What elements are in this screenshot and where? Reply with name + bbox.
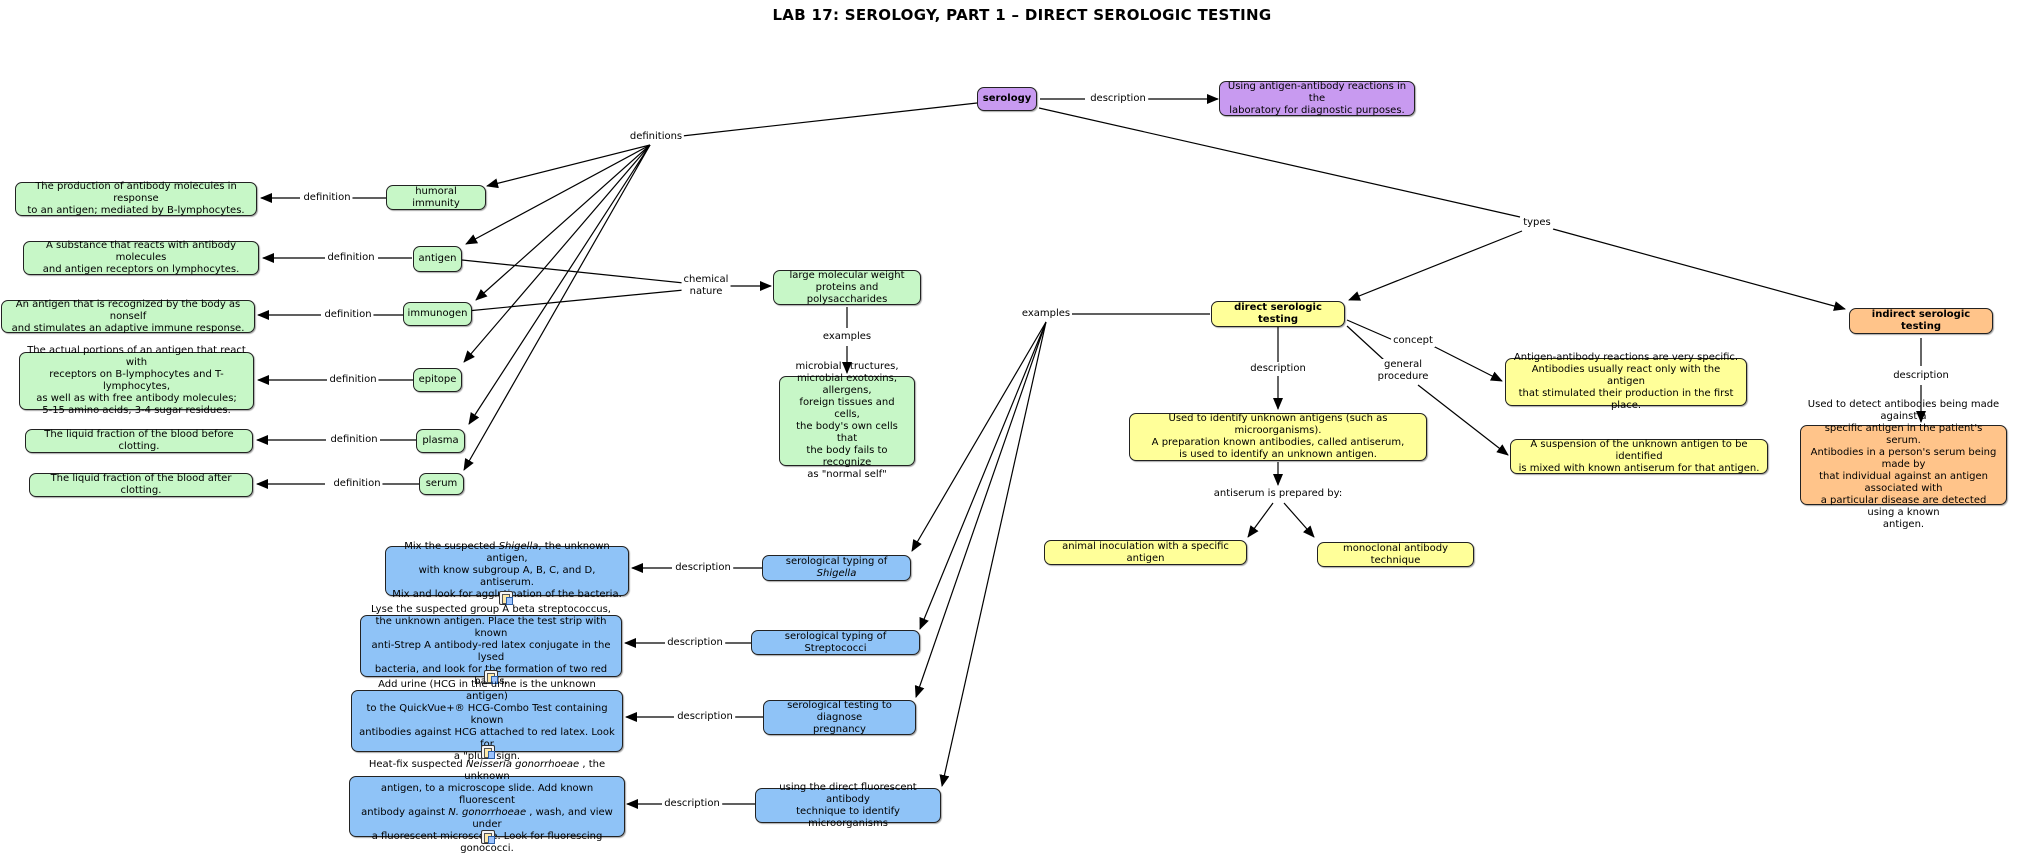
node-immunogen[interactable]: immunogen bbox=[403, 302, 472, 326]
node-strep-typing[interactable]: serological typing of Streptococci bbox=[751, 630, 920, 655]
document-attachment-icon[interactable] bbox=[481, 830, 495, 844]
label-shigella-description: description bbox=[673, 562, 733, 574]
node-shigella-typing-text-italic: Shigella bbox=[816, 568, 857, 579]
node-fluorescent-antibody[interactable]: using the direct fluorescent antibody te… bbox=[755, 782, 941, 829]
node-pregnancy-description[interactable]: Add urine (HCG in the urine is the unkno… bbox=[351, 679, 623, 762]
node-procedure-description-text: A suspension of the unknown antigen to b… bbox=[1518, 438, 1760, 474]
node-antigen[interactable]: antigen bbox=[413, 246, 462, 272]
node-serology[interactable]: serology bbox=[977, 87, 1037, 111]
label-definition-humoral: definition bbox=[301, 192, 353, 204]
node-direct-serologic-testing[interactable]: direct serologic testing bbox=[1211, 301, 1345, 327]
node-animal-inoculation[interactable]: animal inoculation with a specific antig… bbox=[1044, 540, 1247, 565]
node-shigella-description-text-italic: Shigella bbox=[498, 541, 539, 552]
node-antigen-text: antigen bbox=[418, 253, 457, 264]
node-direct-description[interactable]: Used to identify unknown antigens (such … bbox=[1129, 413, 1427, 461]
node-epitope-definition-text: The actual portions of an antigen that r… bbox=[27, 345, 246, 416]
node-strep-description-text: Lyse the suspected group A beta streptoc… bbox=[371, 604, 611, 687]
node-shigella-typing[interactable]: serological typing of Shigella bbox=[762, 555, 911, 581]
label-indirect-description: description bbox=[1891, 370, 1951, 382]
node-concept-description-text: Antigen-antibody reactions are very spec… bbox=[1513, 352, 1739, 411]
node-serum[interactable]: serum bbox=[419, 473, 464, 495]
node-microbial-examples[interactable]: microbial structures, microbial exotoxin… bbox=[779, 361, 915, 480]
node-pregnancy-testing-text: serological testing to diagnose pregnanc… bbox=[787, 699, 892, 735]
node-indirect-serologic-testing[interactable]: indirect serologic testing bbox=[1849, 308, 1993, 334]
node-serum-text: serum bbox=[425, 478, 458, 489]
node-shigella-description[interactable]: Mix the suspected Shigella, the unknown … bbox=[385, 541, 629, 600]
label-definition-epitope: definition bbox=[327, 374, 379, 386]
node-indirect-description-text: Used to detect antibodies being made aga… bbox=[1807, 399, 2000, 530]
node-shigella-typing-text: serological typing of Shigella bbox=[769, 556, 904, 580]
document-attachment-icon[interactable] bbox=[481, 745, 495, 759]
label-definition-immunogen: definition bbox=[322, 309, 374, 321]
node-shigella-description-text-a: Mix the suspected bbox=[404, 541, 499, 552]
fluor-desc-c: , wash, and view under a fluorescent mic… bbox=[371, 806, 613, 854]
node-immunogen-definition-text: An antigen that is recognized by the bod… bbox=[11, 298, 245, 334]
node-microbial-examples-text: microbial structures, microbial exotoxin… bbox=[795, 361, 899, 480]
node-concept-description[interactable]: Antigen-antibody reactions are very spec… bbox=[1505, 352, 1747, 411]
label-chemical-nature: chemical nature bbox=[681, 274, 731, 298]
label-antiserum-prepared: antiserum is prepared by: bbox=[1211, 488, 1345, 500]
node-humoral-definition-text: The production of antibody molecules in … bbox=[27, 181, 245, 216]
label-examples-molecules: examples bbox=[820, 331, 874, 343]
node-indirect-description[interactable]: Used to detect antibodies being made aga… bbox=[1800, 399, 2007, 530]
node-antigen-definition[interactable]: A substance that reacts with antibody mo… bbox=[23, 240, 259, 275]
node-serum-definition-text: The liquid fraction of the blood after c… bbox=[50, 473, 232, 496]
node-plasma[interactable]: plasma bbox=[416, 429, 465, 453]
node-plasma-definition-text: The liquid fraction of the blood before … bbox=[44, 429, 234, 452]
node-indirect-serologic-testing-text: indirect serologic testing bbox=[1871, 309, 1971, 332]
node-humoral-immunity[interactable]: humoral immunity bbox=[386, 185, 486, 210]
node-plasma-text: plasma bbox=[422, 435, 459, 446]
node-serology-text: serology bbox=[982, 93, 1032, 104]
node-humoral-definition[interactable]: The production of antibody molecules in … bbox=[15, 181, 257, 216]
fluor-desc-b: , the unknown antigen, to a microscope s… bbox=[361, 758, 606, 818]
node-antigen-definition-text: A substance that reacts with antibody mo… bbox=[42, 240, 240, 275]
label-definitions: definitions bbox=[627, 131, 685, 143]
document-attachment-icon[interactable] bbox=[499, 591, 513, 605]
node-direct-description-text: Used to identify unknown antigens (such … bbox=[1151, 413, 1405, 460]
label-general-procedure: general procedure bbox=[1375, 359, 1431, 383]
label-types: types bbox=[1521, 217, 1553, 229]
node-fluorescent-antibody-text: using the direct fluorescent antibody te… bbox=[779, 781, 917, 829]
node-monoclonal-antibody[interactable]: monoclonal antibody technique bbox=[1317, 542, 1474, 567]
node-epitope-text: epitope bbox=[418, 374, 457, 385]
node-plasma-definition[interactable]: The liquid fraction of the blood before … bbox=[25, 429, 253, 453]
node-monoclonal-antibody-text: monoclonal antibody technique bbox=[1342, 542, 1449, 566]
label-definition-plasma: definition bbox=[328, 434, 380, 446]
label-direct-description: description bbox=[1248, 363, 1308, 375]
label-definition-serum: definition bbox=[331, 478, 383, 490]
node-shigella-typing-text-a: serological typing of bbox=[785, 556, 888, 567]
node-immunogen-text: immunogen bbox=[407, 308, 468, 319]
node-fluorescent-description-text: Heat-fix suspected Neisseria gonorrhoeae… bbox=[356, 759, 618, 855]
node-fluorescent-description[interactable]: Heat-fix suspected Neisseria gonorrhoeae… bbox=[349, 759, 625, 854]
node-immunogen-definition[interactable]: An antigen that is recognized by the bod… bbox=[1, 298, 255, 334]
fluor-desc-italic-1: Neisseria gonorrhoeae bbox=[465, 758, 580, 770]
document-attachment-icon[interactable] bbox=[484, 670, 498, 684]
node-strep-description[interactable]: Lyse the suspected group A beta streptoc… bbox=[360, 604, 622, 687]
label-serology-description: description bbox=[1088, 93, 1148, 105]
label-fluorescent-description: description bbox=[662, 798, 722, 810]
node-large-molecular-weight-text: large molecular weight proteins and poly… bbox=[789, 269, 905, 305]
label-strep-description: description bbox=[665, 637, 725, 649]
page-title: LAB 17: SEROLOGY, PART 1 – DIRECT SEROLO… bbox=[772, 6, 1272, 24]
node-humoral-immunity-text: humoral immunity bbox=[412, 185, 460, 209]
node-serology-description[interactable]: Using antigen-antibody reactions in the … bbox=[1219, 81, 1415, 116]
label-concept: concept bbox=[1391, 335, 1435, 347]
label-pregnancy-description: description bbox=[675, 711, 735, 723]
node-serum-definition[interactable]: The liquid fraction of the blood after c… bbox=[29, 473, 253, 497]
node-epitope-definition[interactable]: The actual portions of an antigen that r… bbox=[19, 345, 254, 416]
node-procedure-description[interactable]: A suspension of the unknown antigen to b… bbox=[1510, 439, 1768, 474]
fluor-desc-italic-2: N. gonorrhoeae bbox=[448, 806, 527, 818]
label-definition-antigen: definition bbox=[325, 252, 377, 264]
node-serology-description-text: Using antigen-antibody reactions in the … bbox=[1227, 80, 1407, 116]
node-epitope[interactable]: epitope bbox=[413, 368, 462, 392]
node-direct-serologic-testing-text: direct serologic testing bbox=[1234, 302, 1322, 325]
node-animal-inoculation-text: animal inoculation with a specific antig… bbox=[1062, 540, 1229, 564]
node-strep-typing-text: serological typing of Streptococci bbox=[784, 630, 887, 654]
fluor-desc-a: Heat-fix suspected bbox=[368, 758, 466, 770]
label-examples-direct: examples bbox=[1019, 308, 1073, 320]
node-pregnancy-description-text: Add urine (HCG in the urine is the unkno… bbox=[359, 679, 615, 762]
node-large-molecular-weight[interactable]: large molecular weight proteins and poly… bbox=[773, 270, 921, 305]
node-pregnancy-testing[interactable]: serological testing to diagnose pregnanc… bbox=[763, 700, 916, 735]
